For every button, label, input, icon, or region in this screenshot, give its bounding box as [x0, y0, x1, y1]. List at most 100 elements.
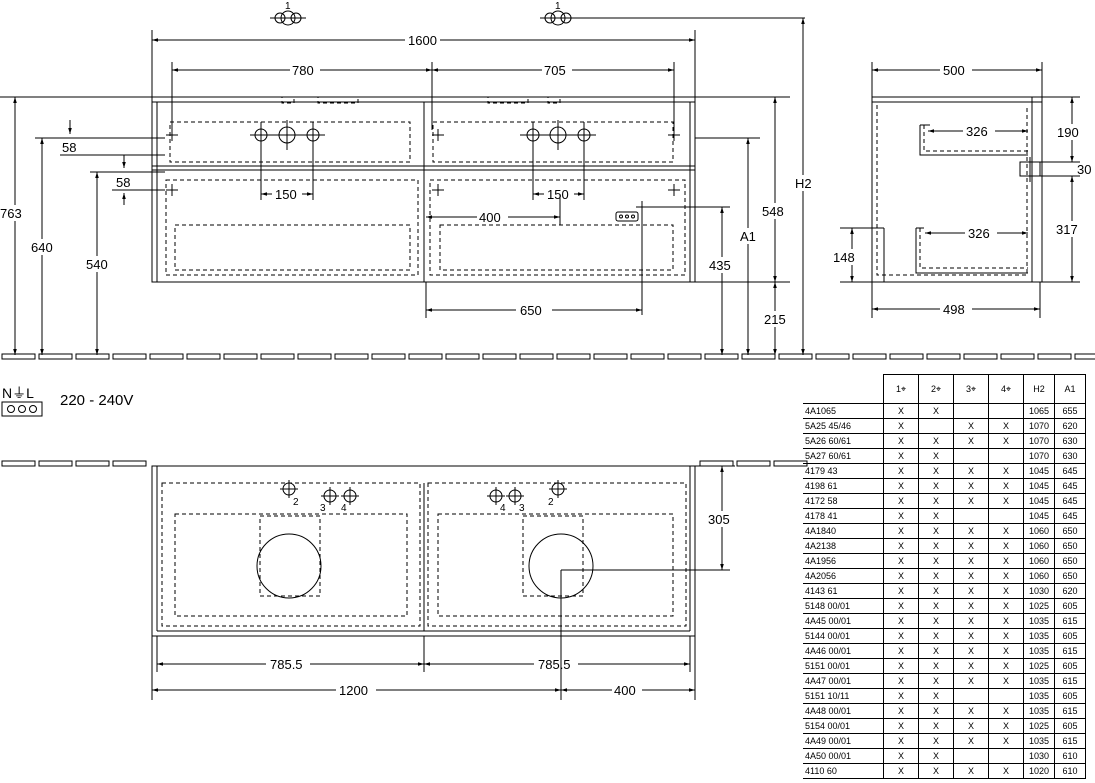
hole-marker-label: 1: [285, 1, 291, 12]
marker-cell: X: [988, 538, 1024, 554]
marker-cell: X: [883, 418, 919, 434]
marker-cell: [953, 448, 989, 464]
hole-marker-icon-right: 1: [540, 1, 805, 26]
marker-cell: X: [988, 703, 1024, 719]
marker-cell: X: [918, 568, 954, 584]
marker-cell: X: [988, 418, 1024, 434]
electrical-connector-icon: N⏚L: [1, 385, 43, 417]
marker-cell: X: [988, 463, 1024, 479]
column-marker-4: 4⌖: [988, 374, 1024, 404]
marker-cell: X: [918, 658, 954, 674]
value-cell: 645: [1054, 493, 1086, 509]
marker-cell: X: [883, 688, 919, 704]
table-header-blank: [803, 374, 884, 404]
value-cell: 1035: [1023, 613, 1055, 629]
marker-cell: X: [953, 538, 989, 554]
value-cell: 1045: [1023, 478, 1055, 494]
value-cell: 1035: [1023, 688, 1055, 704]
dim-height-435: 435: [709, 258, 731, 273]
value-cell: 1035: [1023, 628, 1055, 644]
marker-cell: [988, 748, 1024, 764]
marker-cell: X: [918, 628, 954, 644]
marker-cell: X: [953, 628, 989, 644]
marker-cell: X: [918, 493, 954, 509]
dim-depth-305: 305: [708, 512, 730, 527]
model-cell: 5154 00/01: [803, 718, 884, 734]
model-cell: 4A1065: [803, 403, 884, 419]
marker-cell: X: [883, 643, 919, 659]
marker-cell: X: [918, 718, 954, 734]
marker-cell: X: [988, 613, 1024, 629]
model-cell: 4143 61: [803, 583, 884, 599]
value-cell: 615: [1054, 643, 1086, 659]
marker-cell: X: [883, 613, 919, 629]
marker-cell: X: [953, 553, 989, 569]
marker-cell: X: [883, 478, 919, 494]
hole-label: 3: [320, 503, 326, 514]
marker-cell: X: [953, 703, 989, 719]
marker-cell: X: [988, 718, 1024, 734]
dim-overall-width: 1600: [408, 33, 437, 48]
marker-cell: X: [988, 763, 1024, 779]
marker-cell: X: [883, 703, 919, 719]
marker-cell: X: [953, 583, 989, 599]
model-cell: 5144 00/01: [803, 628, 884, 644]
marker-cell: X: [918, 538, 954, 554]
model-cell: 4198 61: [803, 478, 884, 494]
marker-cell: X: [988, 493, 1024, 509]
front-view: 1 1 1600 780 705 763 640: [0, 1, 815, 355]
marker-cell: X: [883, 583, 919, 599]
value-cell: 1035: [1023, 643, 1055, 659]
value-cell: 620: [1054, 583, 1086, 599]
column-header-h2: H2: [1023, 374, 1055, 404]
dim-height-148: 148: [833, 250, 855, 265]
model-cell: 4A1956: [803, 553, 884, 569]
marker-cell: X: [988, 673, 1024, 689]
model-cell: 4A46 00/01: [803, 643, 884, 659]
marker-cell: X: [918, 613, 954, 629]
marker-cell: X: [883, 493, 919, 509]
side-view: 500 326 326 190 30 317 148 498: [832, 62, 1091, 318]
marker-cell: [953, 748, 989, 764]
marker-cell: X: [953, 673, 989, 689]
dim-floor-215: 215: [764, 312, 786, 327]
dim-inner-upper: 326: [966, 124, 988, 139]
floor-hatch-bottom: [1, 460, 808, 467]
marker-cell: X: [883, 523, 919, 539]
value-cell: 650: [1054, 538, 1086, 554]
voltage-label: 220 - 240V: [60, 392, 134, 409]
column-header-a1: A1: [1054, 374, 1086, 404]
marker-cell: X: [883, 628, 919, 644]
dim-hole-spacing-right: 150: [547, 187, 569, 202]
marker-cell: X: [953, 418, 989, 434]
marker-cell: X: [918, 403, 954, 419]
value-cell: 1030: [1023, 583, 1055, 599]
value-cell: 1045: [1023, 508, 1055, 524]
value-cell: 1065: [1023, 403, 1055, 419]
model-cell: 4172 58: [803, 493, 884, 509]
value-cell: 1035: [1023, 703, 1055, 719]
dim-width-650: 650: [520, 303, 542, 318]
value-cell: 645: [1054, 508, 1086, 524]
value-cell: 1070: [1023, 418, 1055, 434]
marker-cell: [988, 403, 1024, 419]
marker-cell: X: [918, 448, 954, 464]
value-cell: 610: [1054, 763, 1086, 779]
model-cell: 4A47 00/01: [803, 673, 884, 689]
model-cell: 4A2056: [803, 568, 884, 584]
column-marker-3: 3⌖: [953, 374, 989, 404]
value-cell: 1060: [1023, 523, 1055, 539]
marker-cell: X: [918, 748, 954, 764]
